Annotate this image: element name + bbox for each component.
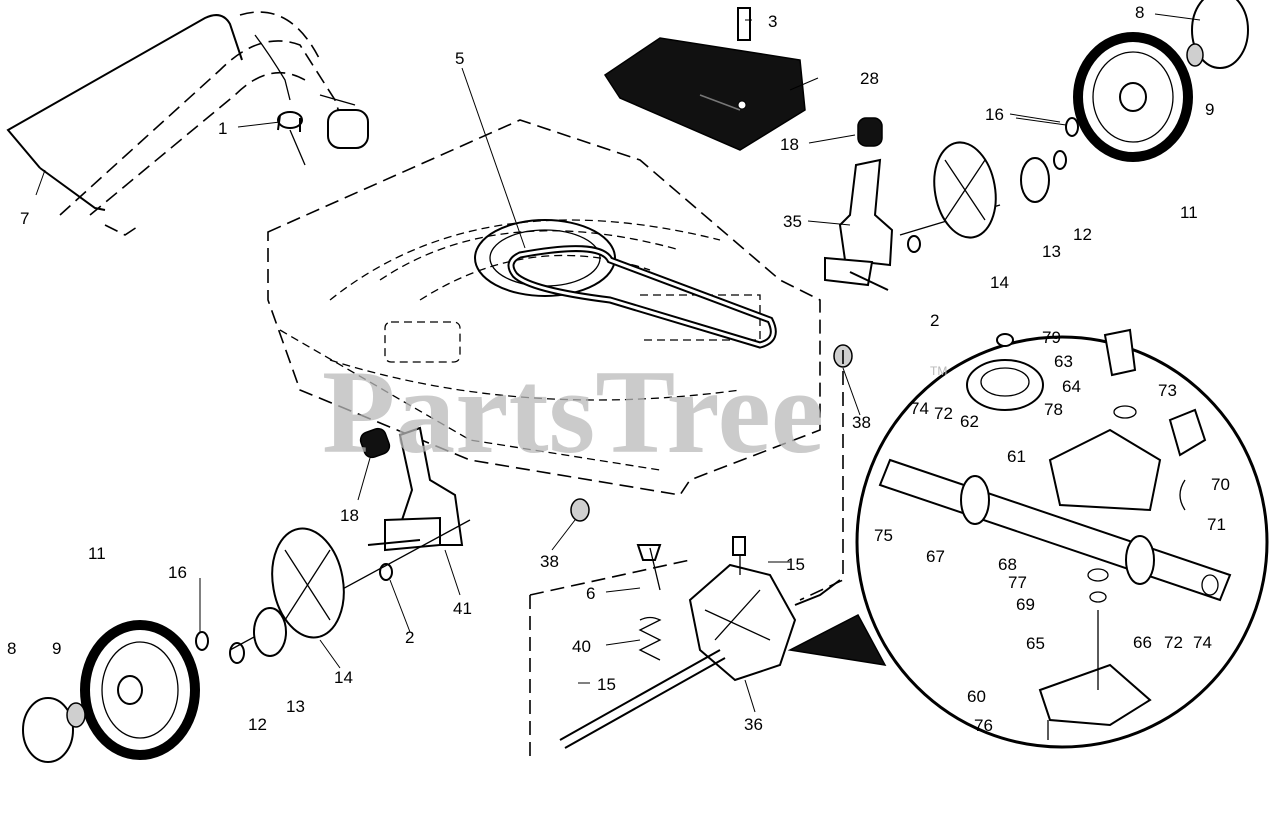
callout-11-left: 11 bbox=[88, 544, 106, 563]
callout-12-right: 12 bbox=[1073, 225, 1092, 244]
drive-gear-right bbox=[1020, 117, 1079, 203]
drive-belt bbox=[507, 245, 777, 349]
callout-9-right: 9 bbox=[1205, 100, 1214, 119]
belt-cover bbox=[603, 7, 806, 151]
callout-79: 79 bbox=[1042, 328, 1061, 347]
callout-67: 67 bbox=[926, 547, 945, 566]
callout-74-top: 74 bbox=[910, 399, 929, 418]
callout-60: 60 bbox=[967, 687, 986, 706]
callout-76: 76 bbox=[974, 716, 993, 735]
wheel-left bbox=[22, 620, 200, 763]
callout-13-left: 13 bbox=[286, 697, 305, 716]
callout-labels: 1 2 2 3 5 6 7 8 8 9 9 11 11 12 12 13 13 … bbox=[7, 3, 1230, 735]
callout-40: 40 bbox=[572, 637, 591, 656]
callout-15-top: 15 bbox=[786, 555, 805, 574]
callout-68: 68 bbox=[998, 555, 1017, 574]
callout-62: 62 bbox=[960, 412, 979, 431]
wheel-right bbox=[1073, 0, 1249, 162]
callout-72-top: 72 bbox=[934, 404, 953, 423]
callout-1: 1 bbox=[218, 119, 227, 138]
callout-69: 69 bbox=[1016, 595, 1035, 614]
callout-38-left: 38 bbox=[540, 552, 559, 571]
rear-height-adjuster bbox=[824, 117, 894, 291]
handle-assembly bbox=[6, 11, 369, 236]
callout-71: 71 bbox=[1207, 515, 1226, 534]
callout-70: 70 bbox=[1211, 475, 1230, 494]
callout-72-bottom: 72 bbox=[1164, 633, 1183, 652]
callout-6: 6 bbox=[586, 584, 595, 603]
callout-8-right: 8 bbox=[1135, 3, 1144, 22]
callout-28: 28 bbox=[860, 69, 879, 88]
callout-35: 35 bbox=[783, 212, 802, 231]
callout-15-bottom: 15 bbox=[597, 675, 616, 694]
drive-gear-left bbox=[195, 607, 287, 664]
control-knob bbox=[277, 111, 306, 166]
watermark-tm: TM bbox=[930, 364, 947, 378]
callout-38-right: 38 bbox=[852, 413, 871, 432]
callout-16-right: 16 bbox=[985, 105, 1004, 124]
transmission-detail-circle bbox=[787, 328, 1269, 749]
callout-18-left: 18 bbox=[340, 506, 359, 525]
callout-2-left: 2 bbox=[405, 628, 414, 647]
callout-2-right: 2 bbox=[930, 311, 939, 330]
callout-14-right: 14 bbox=[990, 273, 1009, 292]
callout-75: 75 bbox=[874, 526, 893, 545]
callout-3: 3 bbox=[768, 12, 777, 31]
callout-78: 78 bbox=[1044, 400, 1063, 419]
front-height-adjuster bbox=[359, 426, 464, 552]
callout-12-left: 12 bbox=[248, 715, 267, 734]
callout-74-bottom: 74 bbox=[1193, 633, 1212, 652]
transmission-assembly bbox=[529, 350, 844, 760]
callout-73: 73 bbox=[1158, 381, 1177, 400]
mower-deck bbox=[267, 119, 821, 496]
leader-lines bbox=[35, 13, 1201, 713]
callout-7: 7 bbox=[20, 209, 29, 228]
callout-11-right: 11 bbox=[1180, 203, 1198, 222]
callout-77: 77 bbox=[1008, 573, 1027, 592]
watermark-text: PartsTree bbox=[322, 345, 824, 478]
callout-14-left: 14 bbox=[334, 668, 353, 687]
callout-64: 64 bbox=[1062, 377, 1081, 396]
callout-9-left: 9 bbox=[52, 639, 61, 658]
watermark: PartsTree TM bbox=[322, 345, 947, 478]
callout-18-right: 18 bbox=[780, 135, 799, 154]
callout-63: 63 bbox=[1054, 352, 1073, 371]
callout-36: 36 bbox=[744, 715, 763, 734]
callout-13-right: 13 bbox=[1042, 242, 1061, 261]
callout-5: 5 bbox=[455, 49, 464, 68]
callout-66: 66 bbox=[1133, 633, 1152, 652]
callout-61: 61 bbox=[1007, 447, 1026, 466]
callout-41: 41 bbox=[453, 599, 472, 618]
rear-axle-right bbox=[899, 141, 1001, 253]
callout-16-left: 16 bbox=[168, 563, 187, 582]
callout-8-left: 8 bbox=[7, 639, 16, 658]
callout-65: 65 bbox=[1026, 634, 1045, 653]
